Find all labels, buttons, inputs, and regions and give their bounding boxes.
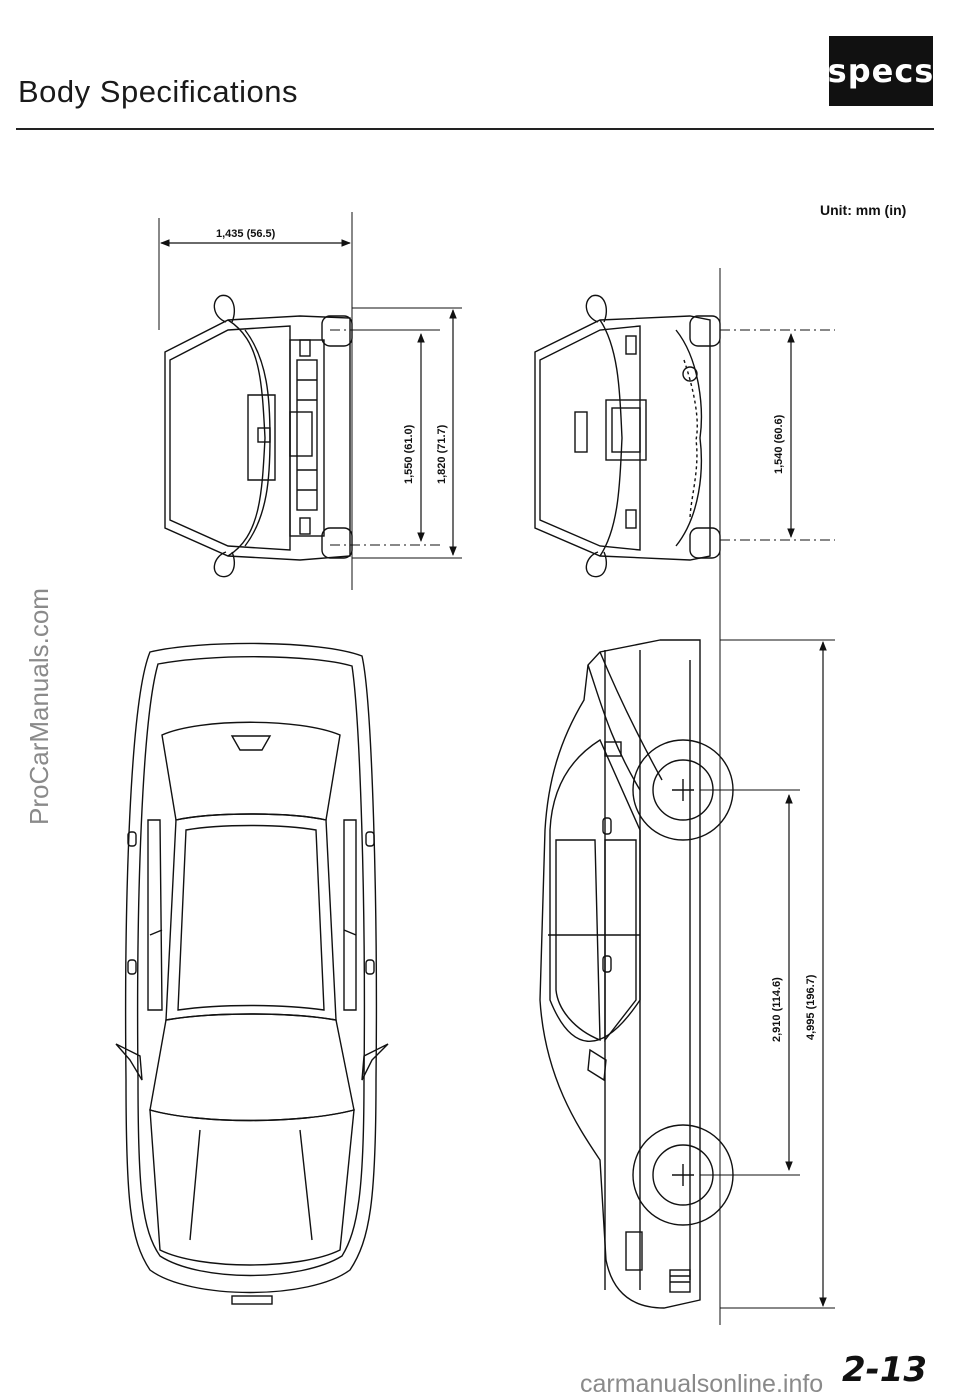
dim-wheelbase: 2,910 (114.6) — [771, 977, 783, 1042]
footer-site[interactable]: carmanualsonline.info — [580, 1370, 824, 1398]
specs-badge: specs — [828, 36, 933, 106]
dim-tread-rear: 1,540 (60.6) — [773, 414, 785, 474]
dim-overall-width: 1,820 (71.7) — [436, 424, 448, 484]
page-number: 2-13 — [842, 1350, 928, 1390]
watermark: ProCarManuals.com — [24, 588, 54, 825]
side-view — [539, 639, 835, 1309]
dim-overall-length: 4,995 (196.7) — [805, 974, 817, 1040]
page-title: Body Specifications — [18, 74, 299, 109]
front-view — [158, 212, 440, 590]
dim-width-top: 1,435 (56.5) — [216, 228, 276, 240]
dim-tread-front: 1,550 (61.0) — [403, 424, 415, 484]
rear-view — [534, 268, 835, 1325]
unit-label: Unit: mm (in) — [820, 202, 907, 218]
top-view — [115, 642, 389, 1305]
header-rule — [16, 128, 934, 130]
